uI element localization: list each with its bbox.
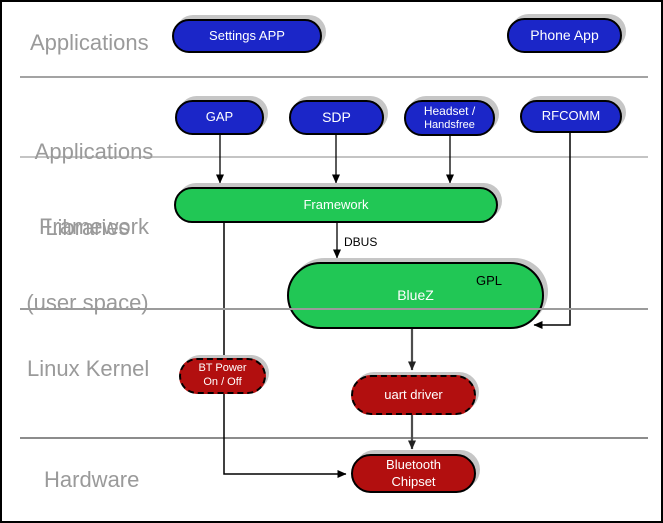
node-uart-driver: uart driver (351, 375, 476, 415)
node-bluez: BlueZ GPL (287, 262, 544, 329)
node-label: Bluetooth (386, 457, 441, 473)
node-headset-handsfree: Headset / Handsfree (404, 100, 495, 136)
layer-label-hardware: Hardware (44, 467, 140, 492)
layer-label-applications: Applications (30, 30, 149, 55)
node-label: Settings APP (209, 27, 285, 43)
node-label: Headset / (423, 103, 476, 118)
layer-label-line: Applications (34, 139, 154, 164)
layer-label-line: Framework (38, 214, 149, 239)
node-gap: GAP (175, 100, 264, 135)
node-label: GAP (205, 109, 234, 125)
node-bt-power-on-off: BT Power On / Off (179, 358, 266, 394)
layer-divider-app-framework (20, 156, 648, 158)
node-label: SDP (322, 108, 351, 125)
layer-label-applications-framework: Applications Framework (18, 89, 170, 289)
node-label: BT Power (198, 362, 247, 375)
node-label: Handsfree (424, 118, 475, 131)
layer-divider-linux-kernel (20, 437, 648, 439)
layer-label-linux-kernel: Linux Kernel (27, 356, 150, 381)
node-framework: Framework (174, 187, 498, 223)
node-label: On / Off (203, 376, 242, 388)
node-label: uart driver (384, 386, 443, 402)
gpl-badge: GPL (475, 273, 502, 288)
node-label: BlueZ (397, 286, 434, 303)
node-label: RFCOMM (541, 108, 601, 124)
edge-rfcomm-to-bluez (533, 133, 571, 329)
node-settings-app: Settings APP (172, 19, 322, 53)
edge-framework-to-chipset (223, 223, 347, 478)
layer-label-line: Libraries (45, 215, 130, 240)
node-sdp: SDP (289, 100, 384, 135)
node-phone-app: Phone App (507, 18, 622, 53)
node-rfcomm: RFCOMM (520, 100, 622, 133)
node-label: Framework (303, 196, 369, 212)
layer-divider-applications (20, 76, 648, 78)
node-label: Chipset (391, 473, 436, 489)
layer-label-line: (user space) (26, 290, 149, 315)
layer-divider-libraries (20, 308, 648, 310)
node-label: Phone App (530, 26, 599, 43)
dbus-edge-label: DBUS (344, 235, 378, 249)
layer-label-libraries-user-space: Libraries (user space) (10, 165, 165, 365)
node-bluetooth-chipset: Bluetooth Chipset (351, 454, 476, 493)
